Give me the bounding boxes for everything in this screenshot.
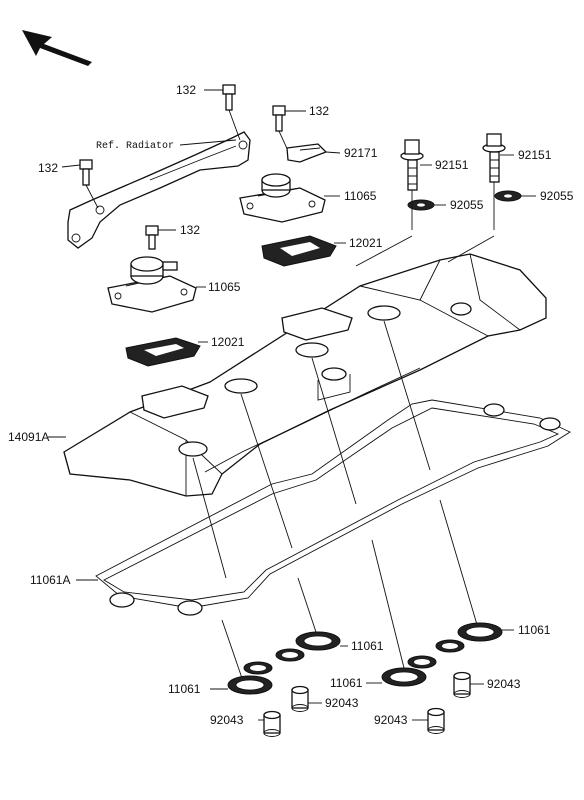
label-132-left: 132 bbox=[38, 161, 58, 175]
label-14091A: 14091A bbox=[8, 430, 49, 444]
washer-92055-right bbox=[494, 190, 522, 202]
clamp-92171 bbox=[286, 143, 328, 163]
bolt-92151-right bbox=[482, 133, 506, 183]
front-direction-arrow bbox=[22, 30, 92, 66]
radiator-bracket bbox=[67, 131, 251, 249]
dowel-pin-92043-b bbox=[291, 685, 309, 712]
label-11065-lower: 11065 bbox=[208, 280, 241, 294]
dowel-pin-92043-a bbox=[263, 710, 281, 737]
label-11061-d: 11061 bbox=[518, 623, 551, 637]
label-92043-c: 92043 bbox=[374, 713, 408, 727]
label-92043-d: 92043 bbox=[487, 677, 521, 691]
label-132-mid: 132 bbox=[309, 104, 329, 118]
ref-radiator-label: Ref. Radiator bbox=[96, 140, 174, 152]
label-132-top: 132 bbox=[176, 83, 196, 97]
plug-seal-11061-d bbox=[435, 622, 503, 653]
bolt-92151-left bbox=[400, 139, 424, 191]
bolt-132-left bbox=[79, 159, 93, 186]
bolt-132-lower bbox=[145, 225, 159, 250]
dowel-pin-92043-d bbox=[453, 671, 471, 698]
label-92055-left: 92055 bbox=[450, 198, 484, 212]
cover-11065-lower bbox=[107, 256, 197, 313]
cylinder-head-cover bbox=[63, 253, 547, 497]
label-92151-left: 92151 bbox=[435, 158, 469, 172]
label-11065-upper: 11065 bbox=[344, 189, 377, 203]
plug-seal-11061-c bbox=[381, 655, 437, 687]
bolt-132-top bbox=[222, 84, 236, 111]
dowel-pin-92043-c bbox=[427, 707, 445, 734]
label-12021-upper: 12021 bbox=[349, 236, 383, 250]
plug-seal-11061-b bbox=[275, 631, 341, 662]
label-11061A: 11061A bbox=[30, 573, 70, 587]
head-cover-gasket bbox=[95, 399, 571, 616]
label-92171: 92171 bbox=[344, 146, 378, 160]
gasket-12021-upper bbox=[261, 235, 337, 267]
plug-seal-11061-a bbox=[227, 661, 273, 695]
gasket-12021-lower bbox=[125, 337, 201, 367]
label-11061-a: 11061 bbox=[168, 682, 201, 696]
label-132-lower: 132 bbox=[180, 223, 200, 237]
label-92151-right: 92151 bbox=[518, 148, 552, 162]
cover-11065-upper bbox=[239, 173, 326, 223]
bolt-132-mid bbox=[272, 105, 286, 132]
label-12021-lower: 12021 bbox=[211, 335, 245, 349]
label-11061-b: 11061 bbox=[351, 639, 384, 653]
label-92043-a: 92043 bbox=[210, 713, 244, 727]
label-92055-right: 92055 bbox=[540, 189, 574, 203]
label-92043-b: 92043 bbox=[325, 696, 359, 710]
label-11061-c: 11061 bbox=[330, 676, 363, 690]
